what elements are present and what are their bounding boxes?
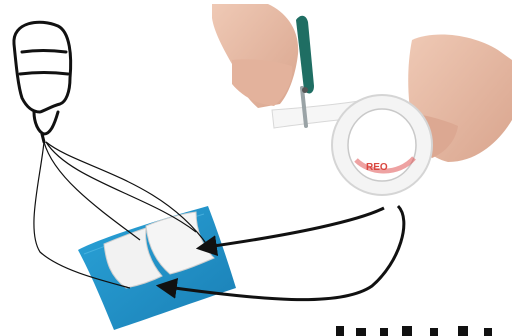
- tape-print-label: REO: [366, 162, 388, 173]
- arrow-to-right-strip: [200, 208, 384, 248]
- bottom-text-marks: [336, 326, 492, 336]
- hands-with-tape-photo: REO: [212, 4, 512, 195]
- tape-roll: REO: [332, 95, 432, 195]
- bottle-icon: [14, 22, 71, 142]
